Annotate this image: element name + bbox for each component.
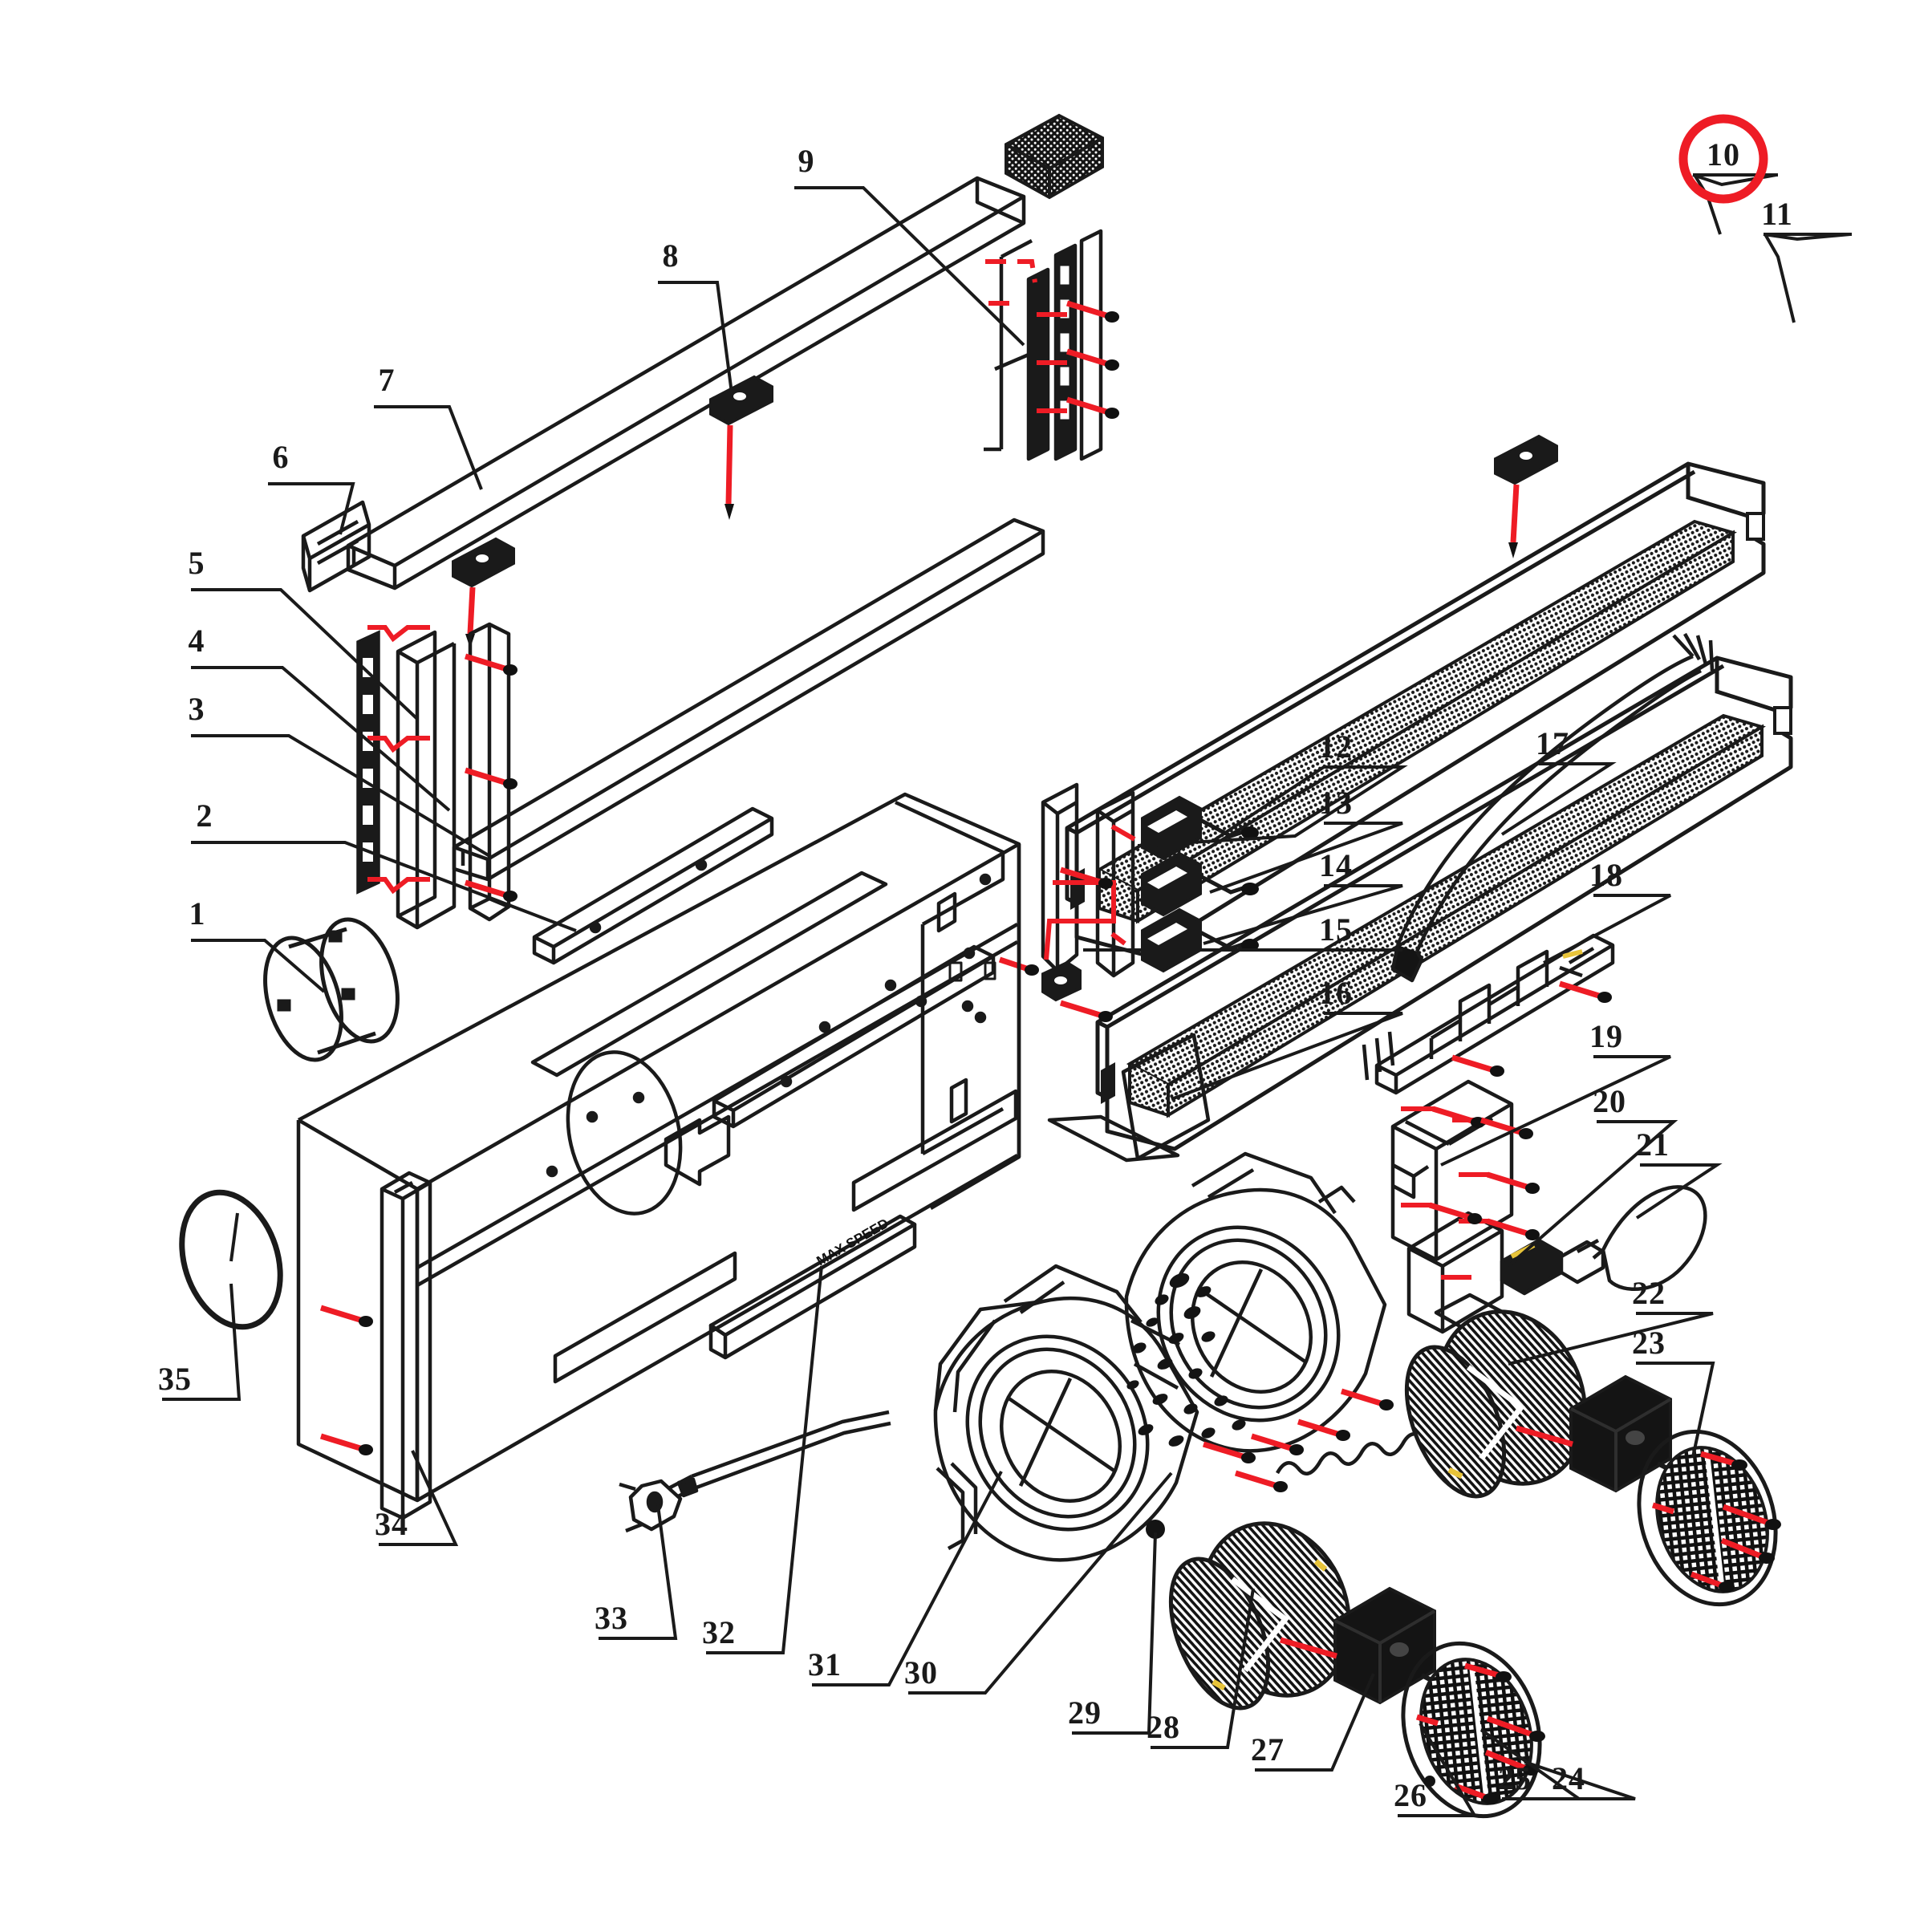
callout-5: 5: [189, 545, 205, 581]
fan-marker-right: [1447, 1467, 1463, 1479]
part-duct-gasket-ring: [179, 1189, 283, 1330]
part-wire-harness: [1390, 632, 1715, 983]
lamp-contact-marker: [1562, 949, 1583, 959]
callout-31: 31: [808, 1646, 842, 1682]
part-spring: [1276, 1432, 1425, 1475]
highlight-annotation-circle: [1678, 114, 1768, 204]
part-power-cord-plug: [619, 1410, 891, 1533]
part-blower-housing-assembly: [933, 1151, 1387, 1562]
callout-18: 18: [1589, 857, 1623, 893]
callout-26: 26: [1394, 1777, 1427, 1813]
fan-marker-left-a: [1313, 1559, 1328, 1572]
callout-13: 13: [1319, 785, 1353, 821]
part-screws-grille-right: [1651, 1451, 1781, 1593]
part-motor-grille-right: [1637, 1429, 1778, 1607]
part-blower-wheel-left: [1168, 1521, 1351, 1711]
callout-2: 2: [197, 798, 213, 834]
part-switch-mount-bracket: [1041, 782, 1135, 978]
callout-15: 15: [1319, 911, 1353, 948]
callout-29: 29: [1068, 1695, 1102, 1731]
part-switch-connector-plug: [1041, 960, 1082, 1002]
callout-25: 25: [1498, 1760, 1532, 1796]
callout-12: 12: [1319, 729, 1353, 765]
callout-17: 17: [1536, 725, 1569, 761]
callout-leader-lines: [162, 173, 1852, 1817]
assembly-red-routes: [985, 259, 1067, 413]
part-front-trim-post: [380, 1171, 432, 1520]
part-hardware-cluster: [1126, 1272, 1246, 1447]
callout-8: 8: [663, 237, 680, 274]
part-side-rail-outer: [356, 630, 380, 895]
part-grease-filter-lower: [1095, 656, 1793, 1151]
callout-7: 7: [379, 362, 396, 398]
part-motor-grille-left: [1401, 1641, 1542, 1819]
callout-9: 9: [798, 143, 815, 179]
fan-marker-left-b: [1212, 1678, 1226, 1691]
callout-23: 23: [1632, 1325, 1666, 1361]
part-terminal-block: [1005, 113, 1104, 200]
callout-20: 20: [1593, 1083, 1626, 1119]
callout-19: 19: [1589, 1018, 1623, 1054]
callout-32: 32: [702, 1614, 736, 1650]
callout-16: 16: [1319, 975, 1353, 1011]
assembly-red-rail: [367, 625, 430, 895]
callout-30: 30: [904, 1654, 938, 1690]
part-bracket-clip: [709, 375, 773, 520]
part-rocker-switch-c: [1141, 907, 1259, 973]
callout-numbers: 1 2 3 4 5 6 7 8 9 10 11 12 13 14 15 16 1…: [158, 136, 1793, 1813]
part-mounting-strip: [532, 806, 774, 965]
callout-4: 4: [189, 623, 205, 659]
callout-6: 6: [273, 439, 290, 475]
part-rating-label-plate: [708, 1214, 917, 1360]
part-motor-shaft-pin: [1146, 1520, 1165, 1539]
part-end-cap-block: [301, 500, 371, 593]
part-main-housing-body: [296, 792, 1021, 1503]
callout-34: 34: [375, 1506, 408, 1542]
callout-10: 10: [1707, 136, 1740, 172]
part-deflector-panel: [1047, 1033, 1211, 1163]
callout-35: 35: [158, 1361, 192, 1397]
callout-1: 1: [189, 895, 206, 932]
part-side-rail-channel: [396, 630, 457, 930]
callout-28: 28: [1147, 1709, 1180, 1745]
part-bracket-clip-tertiary: [1494, 434, 1558, 558]
callout-14: 14: [1319, 847, 1353, 883]
callout-22: 22: [1632, 1275, 1666, 1311]
callout-27: 27: [1251, 1731, 1285, 1768]
part-halogen-bulb: [1592, 1185, 1707, 1291]
part-bracket-clip-secondary: [452, 537, 515, 648]
part-duct-collar-ring: [263, 917, 400, 1062]
callout-21: 21: [1636, 1126, 1670, 1163]
part-rocker-switch-b: [1141, 851, 1259, 917]
callout-24: 24: [1552, 1760, 1585, 1796]
part-blower-motor-right: [1569, 1374, 1678, 1493]
callout-11: 11: [1761, 196, 1793, 232]
callout-3: 3: [189, 691, 205, 727]
assembly-line-red: [725, 424, 733, 505]
callout-33: 33: [595, 1600, 628, 1636]
